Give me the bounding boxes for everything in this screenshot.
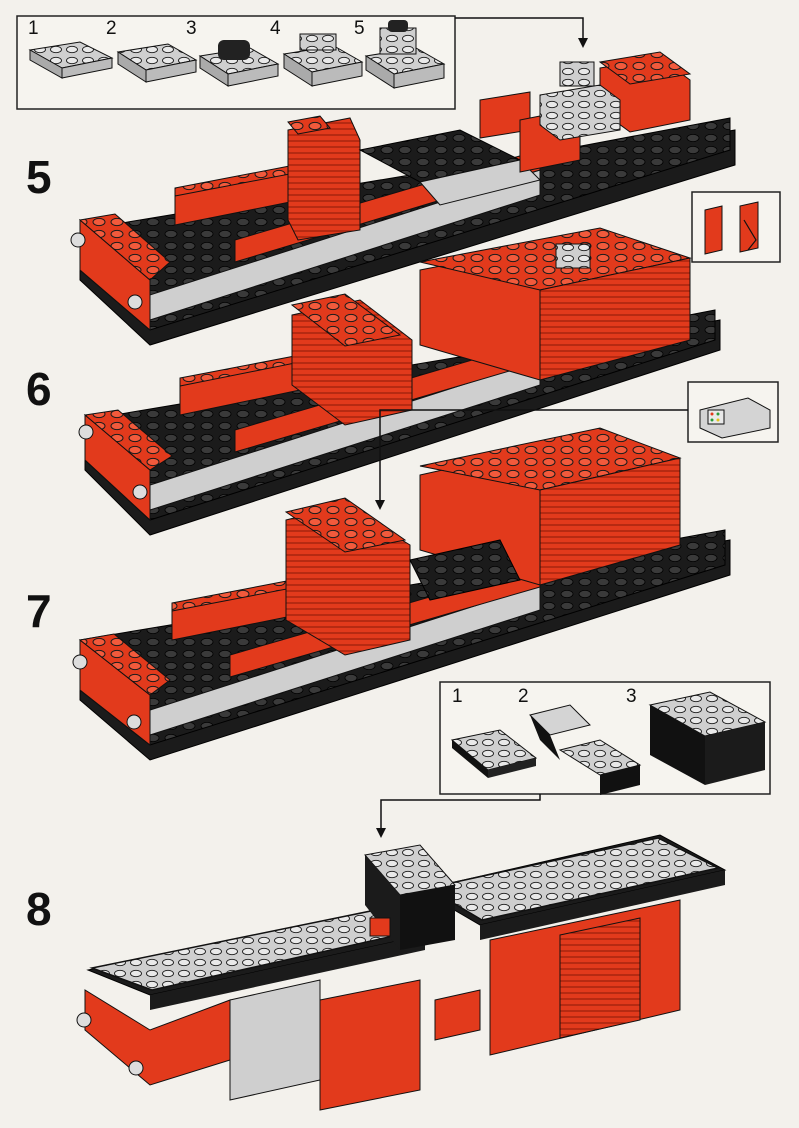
substep-2-part (116, 43, 198, 83)
step-8-substep-callout (376, 681, 771, 838)
step-5-model (70, 51, 736, 346)
substep-label-3: 3 (186, 18, 197, 39)
substep-8-1-part (450, 729, 538, 778)
step-number-8: 8 (26, 883, 52, 935)
step-6-part-callout (691, 191, 781, 263)
step-6-model (78, 227, 721, 536)
step-number-7: 7 (26, 585, 52, 637)
substep-label-4: 4 (270, 18, 281, 39)
step-number-5: 5 (26, 151, 52, 203)
substep-8-label-3: 3 (626, 686, 637, 707)
substep-4-part (282, 33, 364, 87)
top-substep-callout (16, 15, 588, 110)
substep-8-2-part (529, 704, 642, 795)
substep-8-label-1: 1 (452, 686, 463, 707)
step-8-model (76, 834, 727, 1111)
step-7-part-callout (375, 381, 779, 510)
substep-label-1: 1 (28, 18, 39, 39)
substep-label-5: 5 (354, 18, 365, 39)
substep-5-part (364, 20, 446, 89)
substep-1-part (28, 41, 114, 79)
substep-8-label-2: 2 (518, 686, 529, 707)
substep-label-2: 2 (106, 18, 117, 39)
step-number-6: 6 (26, 363, 52, 415)
substep-8-3-part (648, 691, 767, 785)
substep-3-part (198, 40, 280, 87)
step-7-model (72, 427, 731, 761)
